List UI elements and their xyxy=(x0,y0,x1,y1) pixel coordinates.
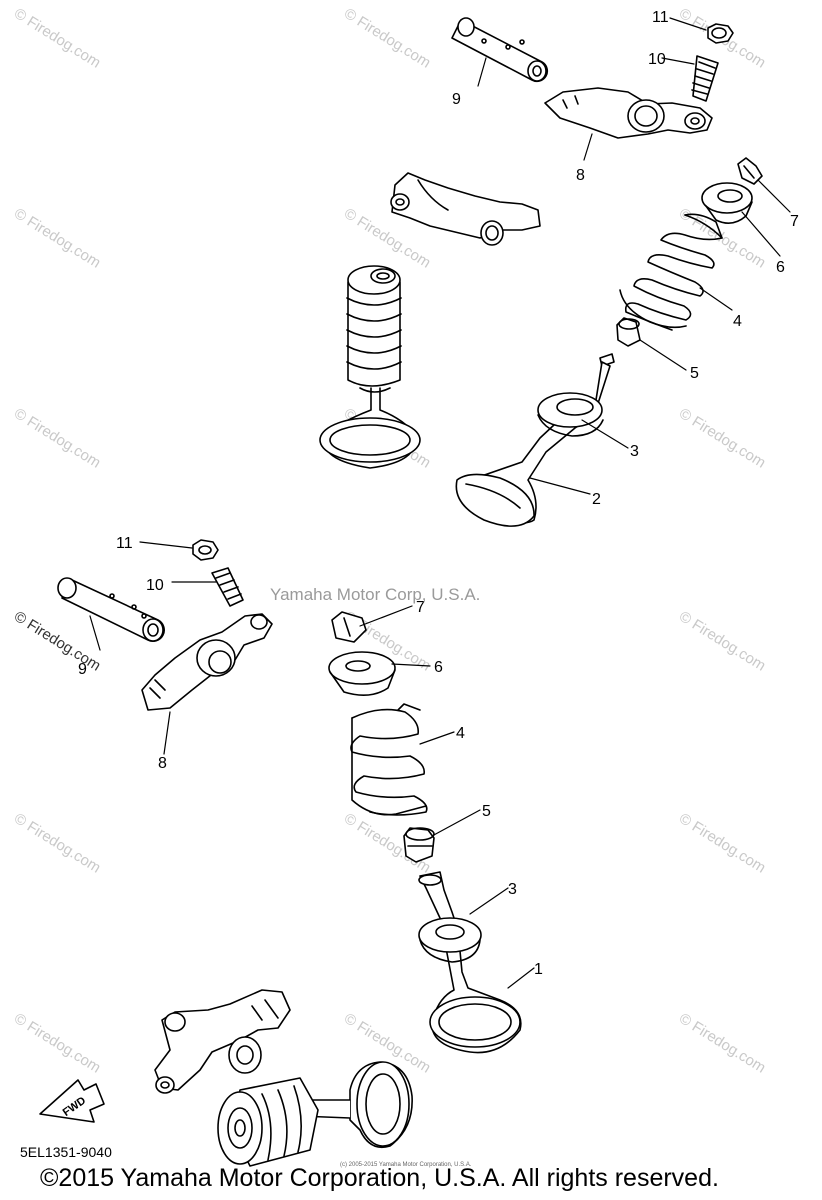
part-label: 11 xyxy=(652,9,669,26)
part-label: 11 xyxy=(116,535,133,552)
spring-retainer-upper xyxy=(701,182,753,224)
part-label: 4 xyxy=(456,725,465,742)
part-label: 5 xyxy=(482,803,491,820)
part-label: 9 xyxy=(452,91,461,108)
valve-lower xyxy=(418,871,522,1054)
rocker-arm-bottom xyxy=(154,989,291,1094)
valve-spring-upper xyxy=(619,213,723,331)
rocker-shaft-upper xyxy=(451,17,549,83)
valve-assembly-bottom xyxy=(217,1061,413,1167)
part-label: 10 xyxy=(146,577,164,594)
rocker-arm-upper-exhaust xyxy=(390,172,541,246)
manufacturer-text: Yamaha Motor Corp, U.S.A. xyxy=(270,585,481,604)
lock-nut-upper xyxy=(707,23,734,44)
rocker-shaft-lower xyxy=(57,577,165,642)
copyright-footer: ©2015 Yamaha Motor Corporation, U.S.A. A… xyxy=(40,1164,719,1192)
valve-cotter-upper xyxy=(737,157,763,185)
part-label: 7 xyxy=(790,213,799,230)
valve-assembly-upper-left xyxy=(319,265,421,469)
diagram-code: 5EL1351-9040 xyxy=(20,1144,112,1160)
part-label: 3 xyxy=(630,443,639,460)
part-label: 8 xyxy=(158,755,167,772)
part-label: 7 xyxy=(416,599,425,616)
part-label: 10 xyxy=(648,51,666,68)
part-label: 9 xyxy=(78,661,87,678)
valve-stem-seal-lower xyxy=(403,827,435,863)
valve-cotter-lower xyxy=(331,611,367,643)
valve-stem-seal-upper xyxy=(616,317,641,347)
part-label: 6 xyxy=(434,659,443,676)
valve-upper xyxy=(455,353,615,527)
tiny-copyright: (c) 2005-2015 Yamaha Motor Corporation, … xyxy=(340,1162,472,1168)
fwd-arrow-icon xyxy=(39,1079,105,1123)
adjusting-screw-upper xyxy=(691,55,719,102)
part-label: 1 xyxy=(534,961,543,978)
rocker-arm-upper xyxy=(544,87,713,139)
part-label: 2 xyxy=(592,491,601,508)
part-label: 8 xyxy=(576,167,585,184)
rocker-arm-lower xyxy=(141,613,273,711)
part-label: 4 xyxy=(733,313,742,330)
lock-nut-lower xyxy=(192,539,219,561)
adjusting-screw-lower xyxy=(211,567,244,607)
valve-spring-lower xyxy=(350,703,428,816)
part-label: 5 xyxy=(690,365,699,382)
spring-retainer-lower xyxy=(328,651,396,696)
part-label: 3 xyxy=(508,881,517,898)
part-label: 6 xyxy=(776,259,785,276)
leader-lines xyxy=(89,17,791,989)
